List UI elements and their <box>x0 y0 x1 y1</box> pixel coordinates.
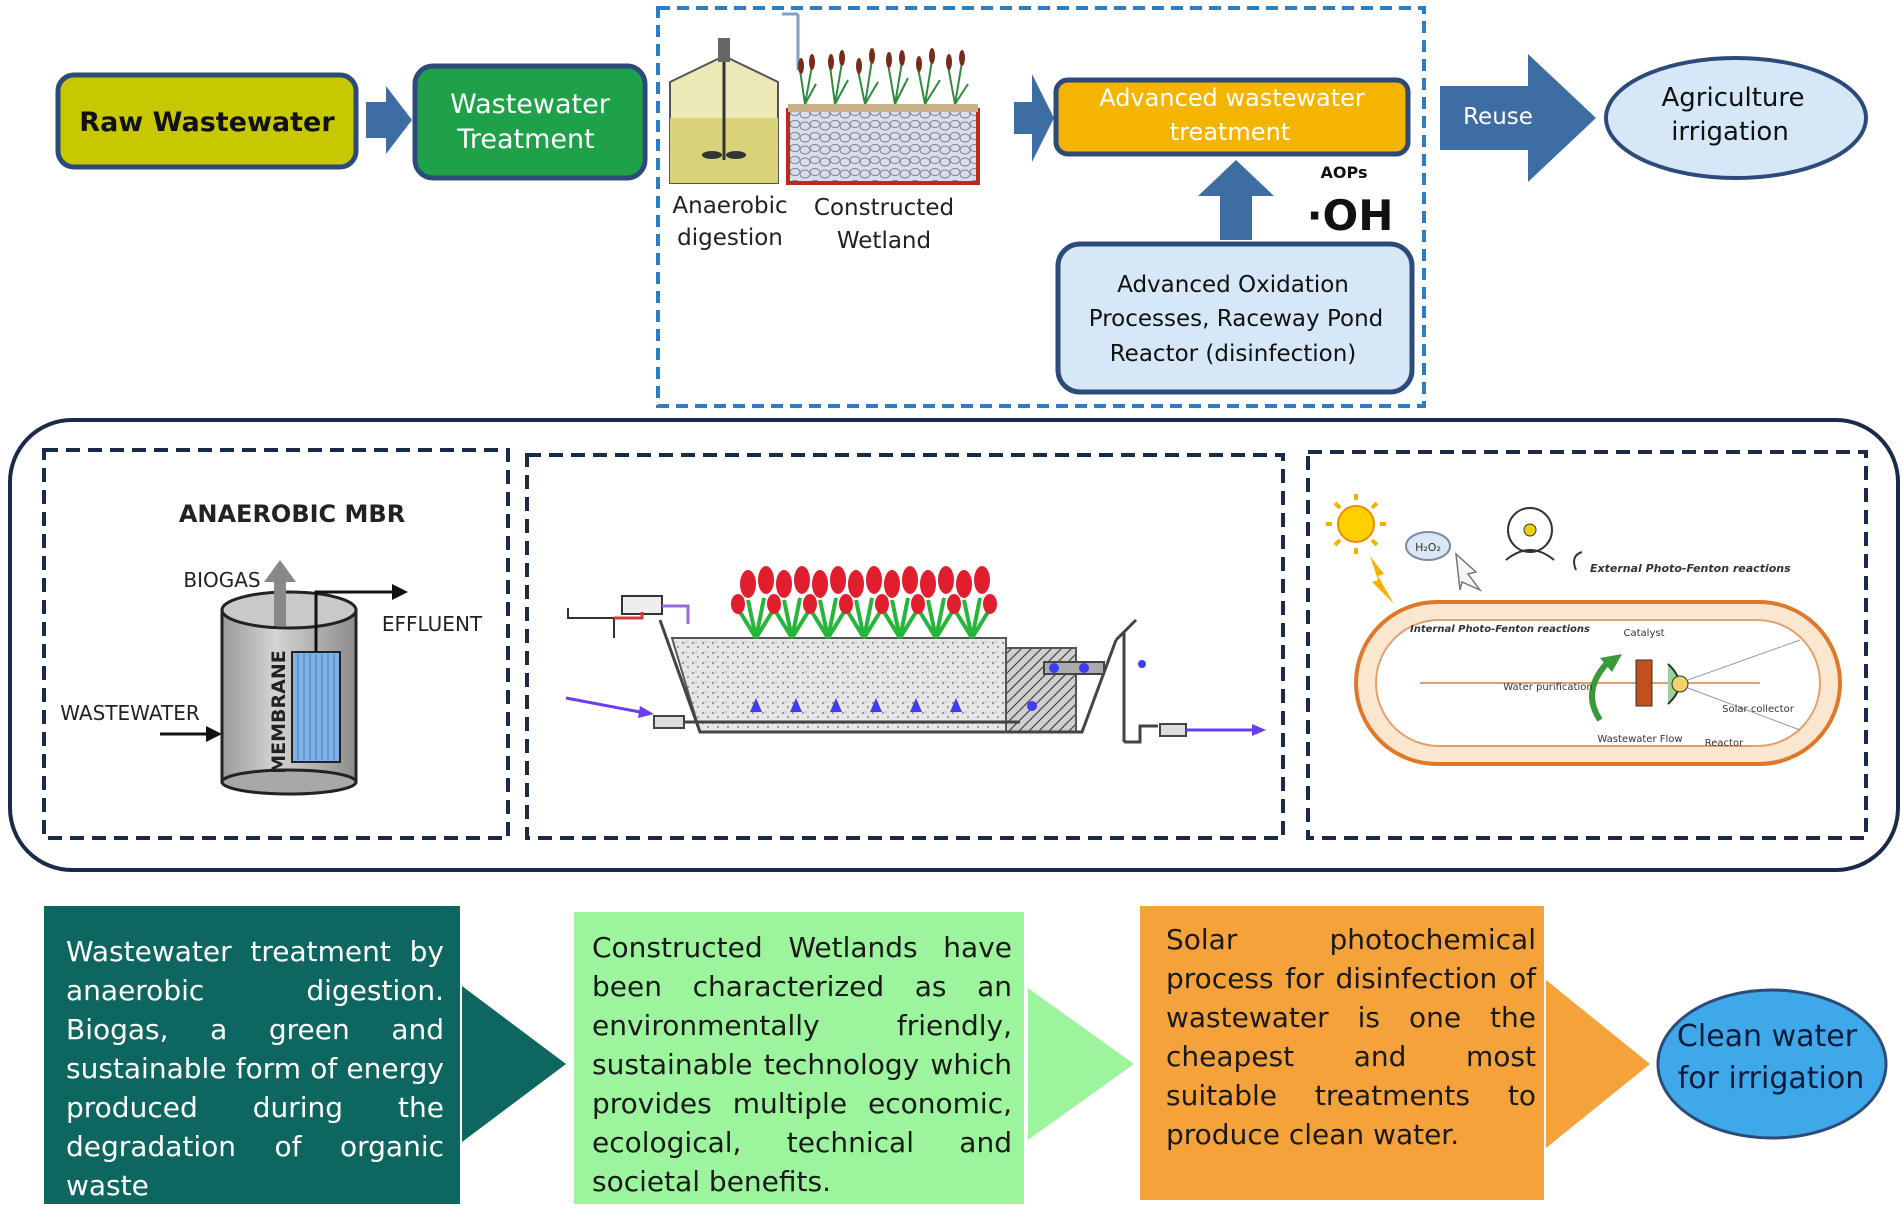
wastewater-treatment-box: Wastewater Treatment <box>412 63 648 181</box>
lightning-icon <box>1370 556 1394 604</box>
h2o2-label: H₂O₂ <box>1415 541 1441 554</box>
arrow-wetland-to-advanced <box>1014 74 1054 162</box>
constructed-wetland-label-line1: Constructed <box>814 195 954 221</box>
water-purification-label: Water purification <box>1503 682 1592 693</box>
anaerobic-digestion-label-line2: digestion <box>677 225 783 251</box>
wetland-description-box <box>574 912 1024 1204</box>
clean-water-label-line1: Clean water <box>1677 1019 1858 1054</box>
reuse-label: Reuse <box>1463 104 1533 130</box>
wastewater-flow-label: Wastewater Flow <box>1597 734 1682 745</box>
treatment-label-line2: Treatment <box>456 124 594 155</box>
effluent-label: EFFLUENT <box>382 612 483 636</box>
arrow-teal <box>462 986 566 1142</box>
raw-wastewater-box: Raw Wastewater <box>55 72 359 170</box>
aops-label: AOPs <box>1321 163 1368 182</box>
advanced-wastewater-box: Advanced wastewater treatment <box>1053 77 1411 157</box>
solar-collector-label: Solar collector <box>1722 704 1795 715</box>
arrow-green <box>1028 988 1134 1140</box>
anaerobic-digester-image <box>669 38 779 184</box>
constructed-wetland-label-line2: Wetland <box>837 228 931 254</box>
arrow-orange <box>1546 980 1650 1148</box>
aop-label-line2: Processes, Raceway Pond <box>1089 306 1384 332</box>
wetland-plants <box>731 566 997 640</box>
advanced-group-frame <box>656 6 1426 408</box>
advanced-label-line2: treatment <box>1170 118 1290 146</box>
mbr-frame <box>42 448 510 840</box>
anaerobic-mbr-drawing: ANAEROBIC MBR MEMBRANE BIOGAS EFFLUENT W… <box>60 500 483 796</box>
solar-description-box <box>1140 906 1544 1200</box>
arrow-aop-up <box>1198 160 1274 240</box>
biogas-label: BIOGAS <box>183 568 260 592</box>
anaerobic-description-text: Wastewater treatment by anaerobic digest… <box>66 935 444 1202</box>
agriculture-label-line1: Agriculture <box>1662 83 1805 113</box>
reactor-label: Reactor <box>1705 738 1744 749</box>
clean-water-ellipse: Clean water for irrigation <box>1656 988 1888 1140</box>
membrane-label: MEMBRANE <box>268 650 290 774</box>
external-reactions-label: External Photo-Fenton reactions <box>1590 562 1791 575</box>
internal-reactions-label: Internal Photo-Fenton reactions <box>1410 624 1590 635</box>
treatment-label-line1: Wastewater <box>450 89 611 120</box>
advanced-label-line1: Advanced wastewater <box>1099 84 1365 112</box>
anaerobic-digestion-label-line1: Anaerobic <box>672 193 787 219</box>
catalyst-label: Catalyst <box>1624 628 1665 639</box>
arrow-raw-to-treatment <box>366 86 412 154</box>
aop-label-line1: Advanced Oxidation <box>1117 272 1349 298</box>
wastewater-input-label: WASTEWATER <box>60 701 200 725</box>
wetland-description-text: Constructed Wetlands have been character… <box>592 931 1012 1198</box>
constructed-wetland-section <box>565 566 1266 744</box>
solar-description-text: Solar photochemical process for disinfec… <box>1166 923 1536 1151</box>
hydroxyl-radical-label: ·OH <box>1307 191 1394 240</box>
anaerobic-description-box <box>44 906 460 1204</box>
aop-raceway-box: Advanced Oxidation Processes, Raceway Po… <box>1055 241 1415 395</box>
technologies-panel <box>8 418 1900 872</box>
raceway-frame <box>1306 450 1868 840</box>
agriculture-label-line2: irrigation <box>1671 117 1789 147</box>
constructed-wetland-image <box>782 12 980 185</box>
raceway-reactor-drawing: H₂O₂ External Photo-Fenton reactions Int… <box>1326 494 1842 766</box>
agriculture-irrigation-ellipse: Agriculture irrigation <box>1604 56 1868 180</box>
reuse-arrow: Reuse <box>1440 54 1596 182</box>
raw-wastewater-label: Raw Wastewater <box>79 107 335 138</box>
sun-icon <box>1326 494 1386 554</box>
mbr-title: ANAEROBIC MBR <box>179 500 405 528</box>
aop-label-line3: Reactor (disinfection) <box>1110 341 1357 367</box>
wetland-frame <box>525 453 1285 840</box>
clean-water-label-line2: for irrigation <box>1678 1061 1865 1096</box>
